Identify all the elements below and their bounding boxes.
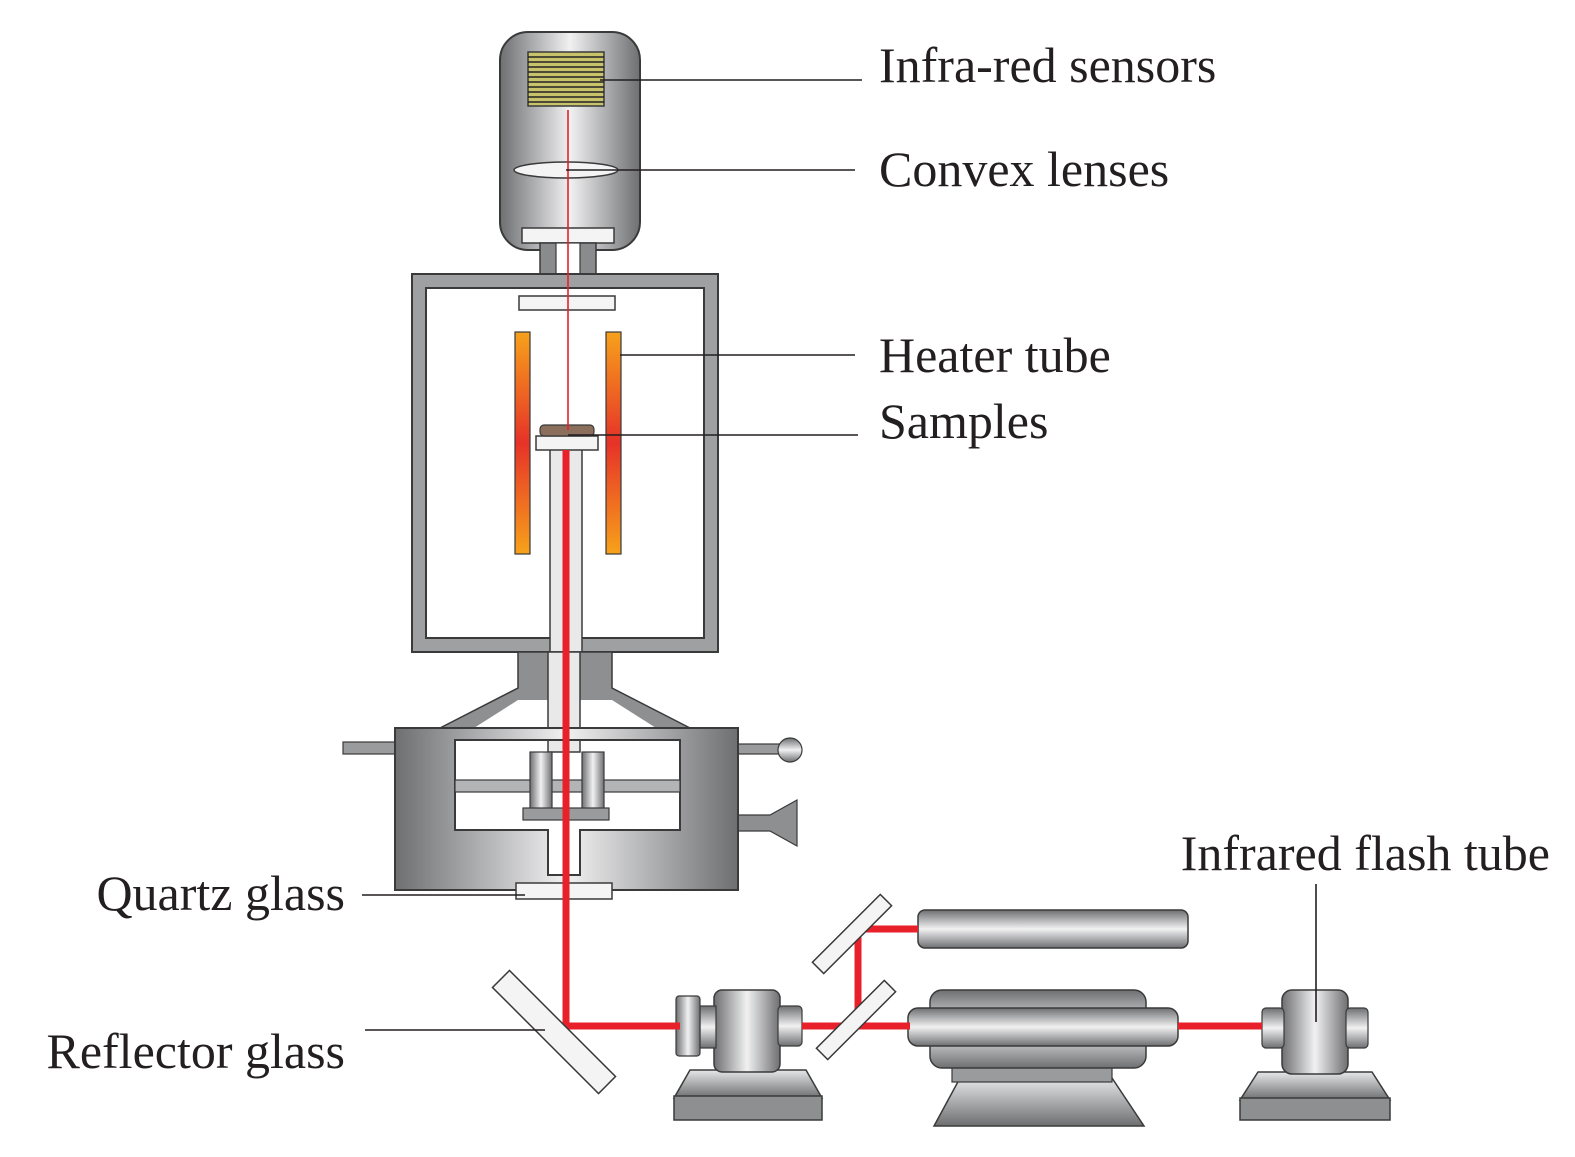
label-convex-lenses: Convex lenses — [879, 141, 1169, 197]
heater-tube-left — [514, 331, 531, 555]
infrared-sensor-array — [527, 51, 605, 107]
heater-tube-right — [605, 331, 622, 555]
label-samples: Samples — [879, 393, 1048, 449]
upper-mirror — [811, 893, 893, 975]
label-reflector-glass: Reflector glass — [46, 1023, 345, 1079]
lower-mirror — [815, 979, 897, 1061]
label-infrared-sensors: Infra-red sensors — [879, 37, 1216, 93]
label-heater-tube: Heater tube — [879, 327, 1111, 383]
sample-disc — [539, 424, 595, 437]
leader-lines — [362, 79, 1317, 1031]
infrared-flash-tube — [1238, 989, 1392, 1121]
label-quartz-glass: Quartz glass — [96, 865, 345, 921]
label-infrared-flash-tube: Infrared flash tube — [1181, 825, 1550, 881]
detector-head — [499, 31, 641, 251]
upper-tube — [917, 909, 1189, 949]
lamp-housing-1 — [672, 989, 824, 1121]
optical-bench — [672, 909, 1392, 1127]
reflector-glass — [491, 969, 617, 1095]
laser-rod-assembly — [907, 989, 1179, 1127]
clamp-mount — [342, 651, 803, 900]
furnace-chamber — [411, 273, 719, 653]
